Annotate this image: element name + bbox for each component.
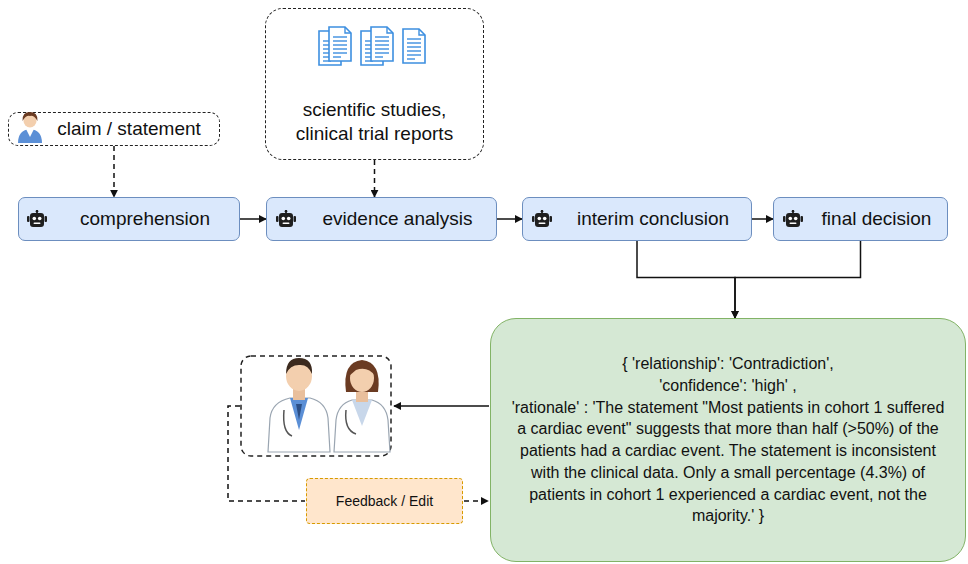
node-label: interim conclusion: [577, 208, 729, 230]
feedback-box: Feedback / Edit: [306, 478, 463, 524]
node-label: comprehension: [80, 208, 210, 230]
process-box: evidence analysis: [266, 197, 497, 241]
flow-arrow: [752, 218, 773, 220]
node-label: scientific studies, clinical trial repor…: [276, 98, 473, 147]
feedback-arrow: [464, 500, 488, 502]
node-label: { 'relationship': 'Contradiction',: [622, 353, 833, 375]
document-icons: [319, 27, 425, 65]
node-label: final decision: [822, 208, 932, 230]
input-box: claim / statement: [8, 112, 220, 146]
output-box: { 'relationship': 'Contradiction','confi…: [490, 318, 966, 562]
user-box: [241, 356, 391, 456]
doctors-illustration: [268, 358, 390, 452]
result-arrow: [394, 405, 489, 407]
flow-arrow: [637, 241, 735, 318]
person-icon: [18, 112, 42, 143]
node-label: evidence analysis: [323, 208, 473, 230]
flow-arrow: [374, 160, 376, 197]
node-label: 'confidence': 'high' ,: [659, 375, 797, 397]
flow-arrow: [113, 146, 115, 197]
node-label: 'rationale' : 'The statement "Most patie…: [509, 397, 947, 528]
robot-icons: [27, 210, 803, 227]
process-box: comprehension: [18, 197, 240, 241]
node-label: Feedback / Edit: [336, 493, 433, 509]
process-box: interim conclusion: [522, 197, 752, 241]
source-box: scientific studies, clinical trial repor…: [265, 8, 484, 160]
flow-arrow: [240, 218, 266, 220]
flow-arrow: [735, 241, 861, 318]
flow-arrow: [497, 218, 522, 220]
node-label: claim / statement: [57, 118, 201, 140]
process-box: final decision: [773, 197, 948, 241]
